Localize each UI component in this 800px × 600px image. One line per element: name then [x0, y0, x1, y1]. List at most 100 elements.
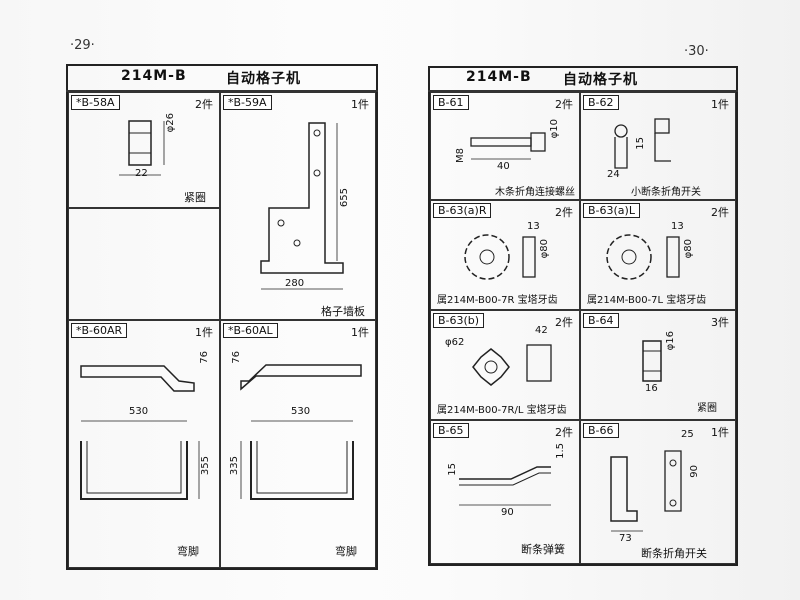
part-qty: 1件: [195, 326, 213, 339]
part-qty: 2件: [555, 316, 573, 329]
left-title-name: 自动格子机: [226, 71, 301, 87]
part-cell-b65: B-65 2件 15 1.5 90 断条弹簧: [430, 420, 580, 564]
right-title-bar: 214M-B 自动格子机: [428, 66, 738, 92]
right-title-name: 自动格子机: [563, 72, 638, 88]
gear-drawing: [606, 234, 680, 280]
dimension-label: 25: [681, 429, 694, 440]
part-name: 属214M-B00-7L 宝塔牙齿: [587, 295, 707, 306]
dimension-label: 76: [199, 351, 210, 364]
part-cell-b63al: B-63(a)L 2件 13 φ80 属214M-B00-7L 宝塔牙齿: [580, 200, 736, 310]
part-cell-b58a: *B-58A 2件 φ26 22 紧圈: [68, 92, 220, 208]
collar-drawing: [642, 340, 662, 382]
gear-drawing: [464, 234, 536, 280]
part-cell-b63ar: B-63(a)R 2件 13 φ80 属214M-B00-7R 宝塔牙齿: [430, 200, 580, 310]
dimension-label: φ16: [665, 331, 676, 351]
left-title-code: 214M-B: [121, 68, 187, 84]
dimension-label: 76: [231, 351, 242, 364]
part-cell-b63b: B-63(b) 2件 φ62 42 属214M-B00-7R/L 宝塔牙齿: [430, 310, 580, 420]
part-cell-b62: B-62 1件 15 24 小断条折角开关: [580, 92, 736, 200]
part-cell-b59a: *B-59A 1件 655 280 格子墙板: [220, 92, 376, 320]
dimension-label: 73: [619, 533, 632, 544]
part-name: 紧圈: [184, 191, 206, 204]
part-name: 紧圈: [697, 403, 717, 414]
part-qty: 2件: [711, 206, 729, 219]
part-cell-b60al: *B-60AL 1件 76 530 335 弯脚: [220, 320, 376, 568]
part-qty: 1件: [711, 98, 729, 111]
dimension-label: 42: [535, 325, 548, 336]
dimension-label: 90: [501, 507, 514, 518]
switch-drawing: [614, 118, 671, 169]
dimension-label: 90: [689, 465, 700, 478]
part-qty: 1件: [711, 426, 729, 439]
part-id: *B-58A: [71, 95, 120, 110]
part-name: 属214M-B00-7R 宝塔牙齿: [437, 295, 558, 306]
part-id: *B-60AR: [71, 323, 128, 338]
part-qty: 3件: [711, 316, 729, 329]
spring-drawing: [459, 466, 551, 506]
part-cell-b60ar: *B-60AR 1件 76 530 355 弯脚: [68, 320, 220, 568]
part-id: B-62: [583, 95, 619, 110]
part-qty: 2件: [195, 98, 213, 111]
part-qty: 2件: [555, 98, 573, 111]
part-name: 木条折角连接螺丝: [495, 187, 575, 198]
part-name: 小断条折角开关: [631, 187, 701, 198]
dimension-label: φ62: [445, 337, 465, 348]
dimension-label: 1.5: [555, 443, 566, 459]
dimension-label: 22: [135, 168, 148, 179]
dimension-label: 13: [527, 221, 540, 232]
blank-cell: [68, 208, 220, 320]
right-page-frame: [428, 66, 738, 566]
part-id: *B-60AL: [223, 323, 278, 338]
dimension-label: 16: [645, 383, 658, 394]
dimension-label: 530: [129, 406, 149, 417]
switch-drawing: [610, 450, 682, 532]
part-id: B-61: [433, 95, 469, 110]
wall-plate-drawing: [260, 122, 344, 290]
dimension-label: 280: [285, 278, 305, 289]
dimension-label: φ80: [683, 239, 694, 259]
dimension-label: 13: [671, 221, 684, 232]
part-name: 格子墙板: [321, 305, 365, 318]
bent-leg-drawing: [80, 365, 200, 500]
part-name: 断条折角开关: [641, 547, 707, 560]
part-id: B-64: [583, 313, 619, 328]
part-cell-b61: B-61 2件 φ10 M8 40 木条折角连接螺丝: [430, 92, 580, 200]
part-id: B-63(a)R: [433, 203, 492, 218]
part-id: B-66: [583, 423, 619, 438]
left-page-frame: [66, 64, 378, 570]
part-qty: 1件: [351, 98, 369, 111]
dimension-label: M8: [455, 148, 466, 163]
dimension-label: 355: [200, 456, 211, 476]
dimension-label: 335: [229, 456, 240, 476]
right-title-code: 214M-B: [466, 69, 532, 85]
part-id: B-65: [433, 423, 469, 438]
left-page-number: ·29·: [70, 38, 95, 53]
gear-drawing: [472, 344, 552, 386]
part-name: 属214M-B00-7R/L 宝塔牙齿: [437, 405, 567, 416]
part-cell-b64: B-64 3件 φ16 16 紧圈: [580, 310, 736, 420]
dimension-label: 530: [291, 406, 311, 417]
part-name: 断条弹簧: [521, 543, 565, 556]
screw-drawing: [470, 132, 546, 160]
left-title-bar: 214M-B 自动格子机: [66, 64, 378, 92]
dimension-label: φ26: [165, 113, 176, 133]
dimension-label: 655: [339, 188, 350, 208]
bent-leg-drawing: [240, 364, 362, 500]
part-qty: 2件: [555, 206, 573, 219]
part-id: B-63(b): [433, 313, 485, 328]
part-name: 弯脚: [335, 545, 357, 558]
right-page-number: ·30·: [684, 44, 709, 59]
part-qty: 2件: [555, 426, 573, 439]
part-cell-b66: B-66 1件 25 90 73 断条折角开关: [580, 420, 736, 564]
part-id: B-63(a)L: [583, 203, 640, 218]
dimension-label: 24: [607, 169, 620, 180]
part-id: *B-59A: [223, 95, 272, 110]
dimension-label: 40: [497, 161, 510, 172]
part-qty: 1件: [351, 326, 369, 339]
dimension-label: 15: [447, 463, 458, 476]
part-name: 弯脚: [177, 545, 199, 558]
dimension-label: 15: [635, 137, 646, 150]
dimension-label: φ80: [539, 239, 550, 259]
collar-drawing: [119, 120, 165, 176]
